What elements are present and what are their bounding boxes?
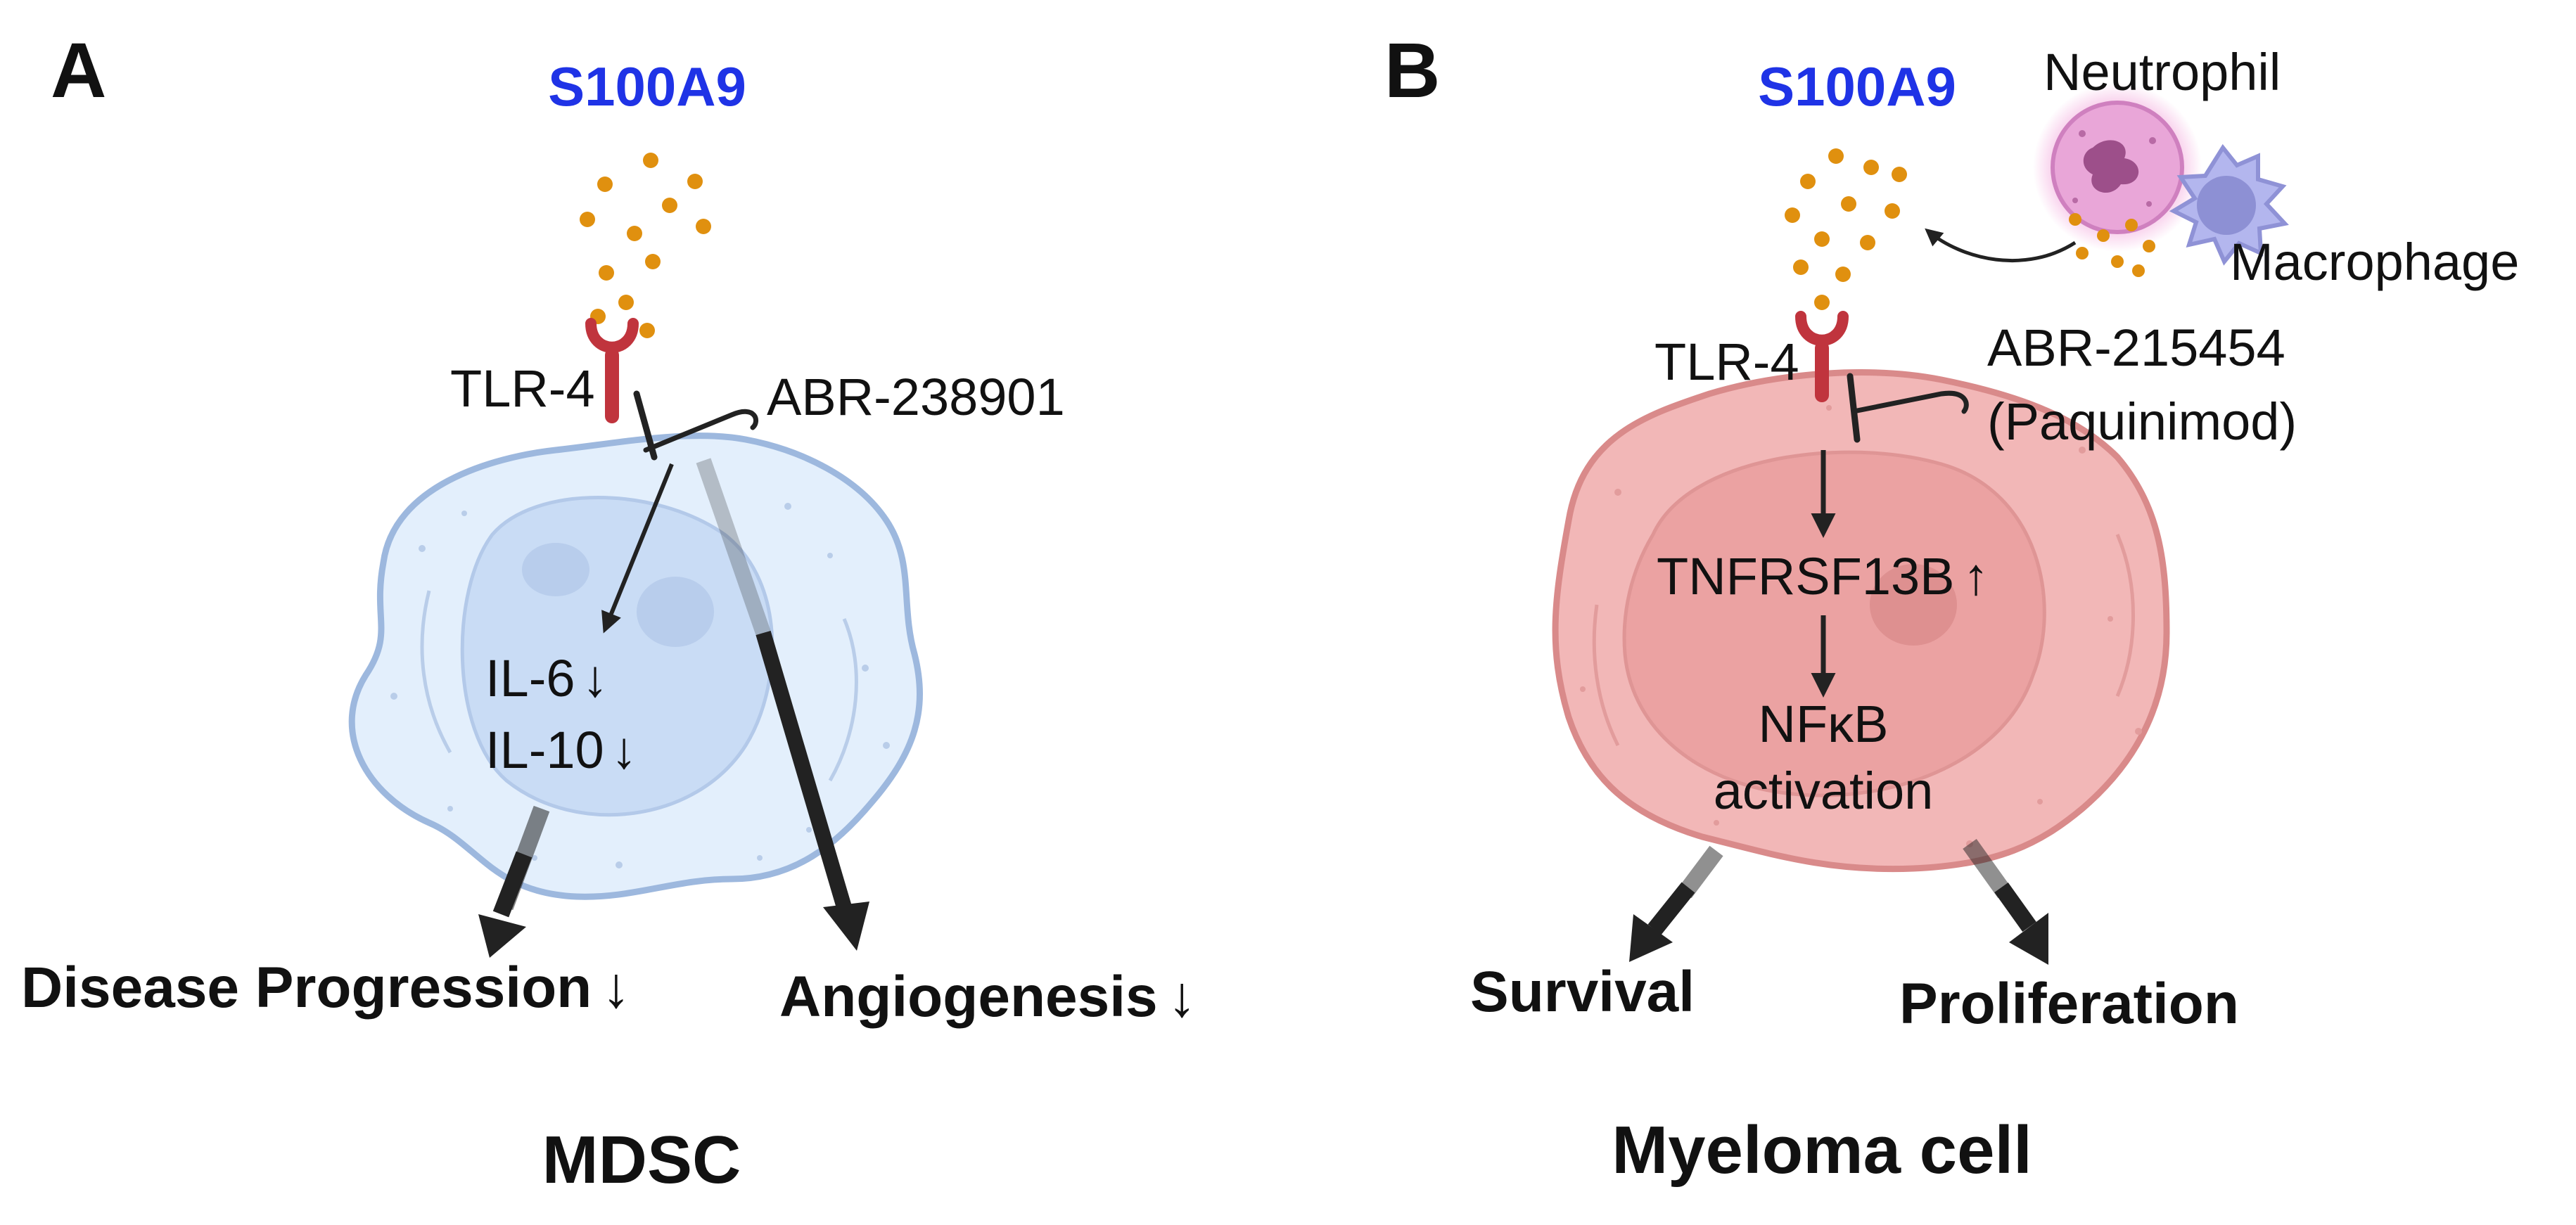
panel-b-receptor-label: TLR-4 <box>1654 333 1799 391</box>
panel-a-arrow-to-cytokines <box>601 463 674 634</box>
panel-b-outcome-2: Proliferation <box>1899 972 2239 1036</box>
panel-b-inhibition-bar <box>1847 373 1861 443</box>
panel-a-letter: A <box>51 27 106 114</box>
panel-a-outcome-2: Angiogenesis↓ <box>779 965 1197 1029</box>
panel-b-secreted-molecules <box>2069 213 2155 277</box>
myeloma-cell <box>1552 369 2170 873</box>
panel-a-tlr4-receptor <box>585 318 639 423</box>
panel-b: B S100A9 Neutrophil Macrophage <box>1384 27 2519 1188</box>
panel-b-outcome-1: Survival <box>1470 960 1695 1024</box>
neutrophil-cell <box>2033 83 2202 252</box>
panel-a-arrow-to-progression <box>478 805 550 958</box>
panel-a-inhibitor-label: ABR-238901 <box>767 368 1065 426</box>
neutrophil-label: Neutrophil <box>2043 43 2281 101</box>
panel-a: A S100A9 T <box>21 27 1197 1198</box>
panel-b-inhibition-connector <box>1851 390 1969 414</box>
panel-a-outcome-1: Disease Progression↓ <box>21 956 630 1020</box>
panel-a-inhibition-connector <box>643 409 758 453</box>
panel-a-cytokine-2: IL-10↓ <box>485 721 637 779</box>
panel-b-pathway-line1: NFκB <box>1759 695 1889 753</box>
panel-a-receptor-label: TLR-4 <box>450 359 595 418</box>
macrophage-cell <box>2169 143 2289 266</box>
mdsc-cell <box>348 432 923 900</box>
panel-b-pathway-line2: activation <box>1714 762 1934 820</box>
panel-b-inhibitor-line2: (Paquinimod) <box>1987 392 2297 451</box>
panel-a-s100a9-molecules <box>580 153 711 338</box>
panel-a-ligand-label: S100A9 <box>548 56 746 117</box>
panel-b-s100a9-molecules <box>1785 148 1907 310</box>
panel-a-inhibition-bar <box>633 390 658 461</box>
panel-a-arrow-to-angiogenesis <box>696 458 869 951</box>
panel-a-cytokine-1: IL-6↓ <box>485 649 608 707</box>
macrophage-label: Macrophage <box>2230 233 2519 291</box>
panel-b-letter: B <box>1384 27 1440 114</box>
panel-a-cell-name: MDSC <box>542 1122 741 1198</box>
panel-b-inhibitor-line1: ABR-215454 <box>1987 319 2285 377</box>
panel-b-ligand-label: S100A9 <box>1758 56 1956 117</box>
panel-b-arrow-to-proliferation <box>1963 839 2048 965</box>
panel-b-tlr4-receptor <box>1795 311 1849 402</box>
panel-b-cell-name: Myeloma cell <box>1612 1112 2032 1188</box>
panel-b-arrow-to-survival <box>1629 845 1723 962</box>
panel-b-secretion-arrow <box>1925 228 2077 262</box>
panel-b-target-gene: TNFRSF13B↑ <box>1657 547 1989 605</box>
